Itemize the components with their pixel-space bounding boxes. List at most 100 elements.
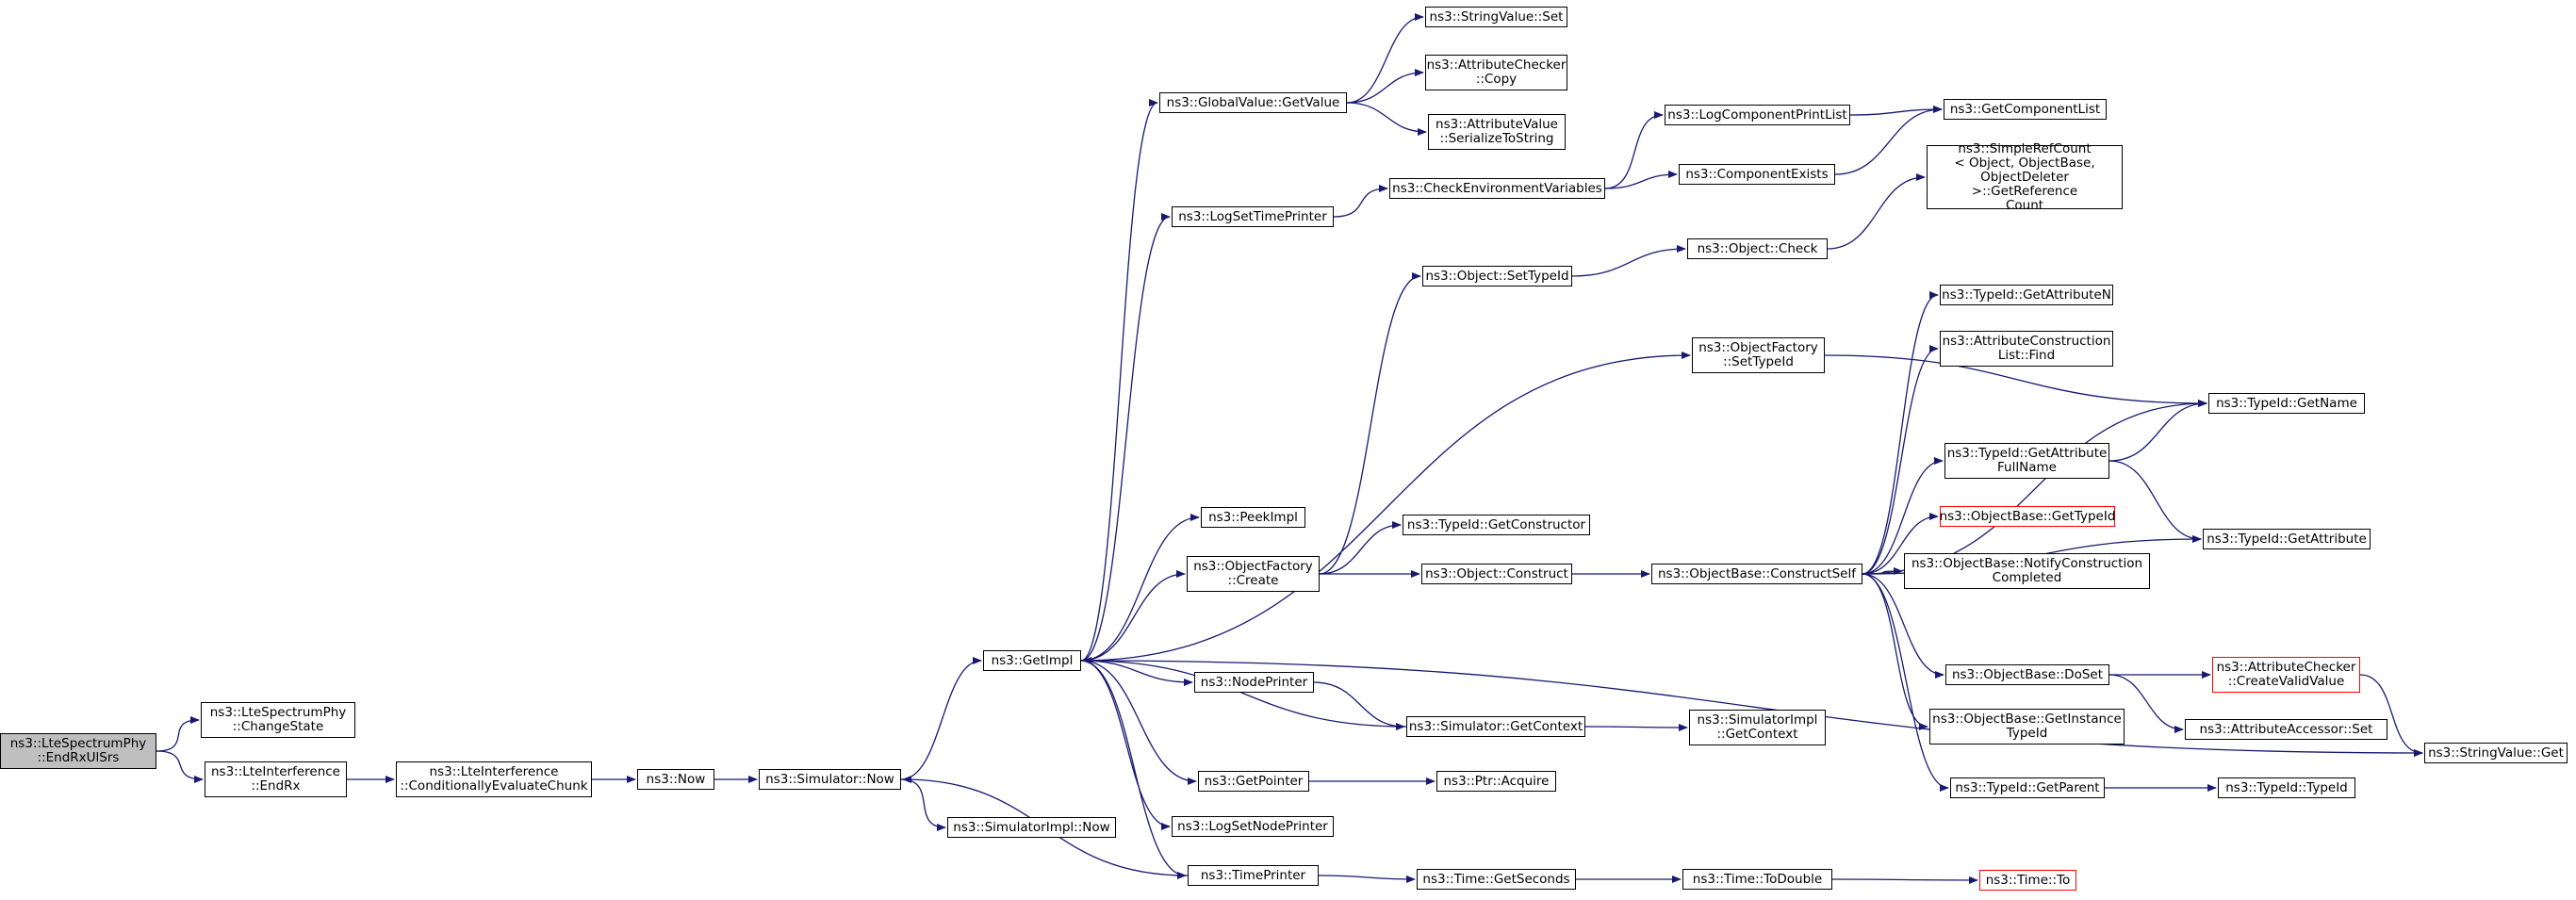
edge-getImpl-to-objFactoryCreate (1080, 570, 1186, 662)
node-obj-base-construct-self[interactable]: ns3::ObjectBase::ConstructSelf (1651, 564, 1862, 584)
edge-componentExists-to-getComponentList (1834, 106, 1943, 175)
node-time-to[interactable]: ns3::Time::To (1979, 870, 2076, 891)
node-time-printer[interactable]: ns3::TimePrinter (1188, 865, 1319, 886)
node-log-set-node-printer[interactable]: ns3::LogSetNodePrinter (1172, 816, 1334, 837)
edge-getImpl-to-nodePrinter (1080, 660, 1193, 686)
node-time-to-double[interactable]: ns3::Time::ToDouble (1682, 869, 1832, 890)
edge-globalGetValue-to-stringValueSet (1346, 13, 1424, 104)
edge-objBaseConstructSelf-to-typeIdGetAttributeN (1862, 291, 1939, 575)
node-object-set-type-id[interactable]: ns3::Object::SetTypeId (1422, 266, 1572, 286)
node-node-printer[interactable]: ns3::NodePrinter (1194, 672, 1314, 693)
edge-simGetContext-to-getImpl (1082, 657, 1407, 728)
node-attr-construction-find[interactable]: ns3::AttributeConstruction List::Find (1940, 331, 2113, 367)
node-sim-impl-get-context[interactable]: ns3::SimulatorImpl ::GetContext (1689, 710, 1826, 745)
node-get-pointer[interactable]: ns3::GetPointer (1198, 771, 1309, 792)
edge-getImpl-to-objFactorySetTypeId (1080, 352, 1691, 662)
node-log-component-print-list[interactable]: ns3::LogComponentPrintList (1665, 105, 1850, 125)
node-label: ns3::TypeId::TypeId (2225, 779, 2348, 795)
edge-objBaseConstructSelf-to-objBaseDoSet (1862, 573, 1944, 679)
node-peek-impl[interactable]: ns3::PeekImpl (1201, 507, 1305, 528)
node-label: ns3::ObjectBase::ConstructSelf (1658, 565, 1856, 581)
node-time-get-seconds[interactable]: ns3::Time::GetSeconds (1417, 869, 1576, 890)
edge-layer (156, 13, 2423, 884)
node-label: ns3::ObjectFactory ::Create (1193, 559, 1313, 588)
edge-getImpl-to-getPointer (1080, 660, 1197, 785)
node-change-state[interactable]: ns3::LteSpectrumPhy ::ChangeState (201, 702, 355, 738)
edge-objBaseDoSet-to-attrAccessorSet (2108, 674, 2184, 733)
node-log-set-time-printer[interactable]: ns3::LogSetTimePrinter (1172, 206, 1334, 227)
node-label: ns3::SimpleRefCount < Object, ObjectBase… (1954, 140, 2095, 213)
node-check-env-vars[interactable]: ns3::CheckEnvironmentVariables (1389, 178, 1605, 199)
node-obj-base-get-instance-type-id[interactable]: ns3::ObjectBase::GetInstance TypeId (1929, 709, 2125, 745)
node-obj-base-do-set[interactable]: ns3::ObjectBase::DoSet (1945, 664, 2109, 685)
node-now[interactable]: ns3::Now (637, 769, 714, 790)
node-label: ns3::SimulatorImpl ::GetContext (1697, 712, 1818, 742)
node-label: ns3::PeekImpl (1208, 509, 1298, 525)
node-label: ns3::CheckEnvironmentVariables (1392, 180, 1602, 196)
node-label: ns3::AttributeConstruction List::Find (1942, 334, 2111, 363)
node-label: ns3::GetPointer (1204, 773, 1304, 789)
node-attr-checker-create-valid[interactable]: ns3::AttributeChecker ::CreateValidValue (2212, 657, 2360, 693)
node-lte-int-end-rx[interactable]: ns3::LteInterference ::EndRx (205, 761, 347, 797)
node-type-id-get-attribute[interactable]: ns3::TypeId::GetAttribute (2203, 529, 2371, 549)
edge-getImpl-to-globalGetValue (1080, 99, 1158, 662)
node-label: ns3::Object::Check (1697, 240, 1818, 256)
node-global-get-value[interactable]: ns3::GlobalValue::GetValue (1159, 92, 1347, 113)
node-cond-eval[interactable]: ns3::LteInterference ::ConditionallyEval… (396, 761, 592, 797)
node-obj-base-notify[interactable]: ns3::ObjectBase::NotifyConstruction Comp… (1904, 553, 2150, 589)
node-string-value-set[interactable]: ns3::StringValue::Set (1425, 7, 1567, 27)
node-component-exists[interactable]: ns3::ComponentExists (1679, 164, 1835, 185)
edge-objectSetTypeId-to-objectCheck (1571, 245, 1686, 277)
node-attr-checker-copy[interactable]: ns3::AttributeChecker ::Copy (1425, 55, 1567, 90)
node-label: ns3::ObjectFactory ::SetTypeId (1698, 340, 1818, 369)
node-sim-now[interactable]: ns3::Simulator::Now (759, 769, 901, 790)
node-object-construct[interactable]: ns3::Object::Construct (1421, 564, 1572, 584)
node-label: ns3::AttributeValue ::SerializeToString (1436, 117, 1558, 146)
node-type-id-get-parent[interactable]: ns3::TypeId::GetParent (1950, 777, 2105, 798)
edge-checkEnvVars-to-componentExists (1604, 171, 1678, 189)
node-get-impl[interactable]: ns3::GetImpl (983, 650, 1081, 671)
node-label: ns3::LteSpectrumPhy ::EndRxUlSrs (9, 736, 147, 765)
node-obj-factory-set-type-id[interactable]: ns3::ObjectFactory ::SetTypeId (1692, 337, 1825, 373)
node-simple-ref-count[interactable]: ns3::SimpleRefCount < Object, ObjectBase… (1927, 141, 2123, 212)
edge-objFactoryCreate-to-typeIdGetConstructor (1319, 521, 1402, 575)
node-label: ns3::SimulatorImpl::Now (953, 819, 1110, 835)
edge-timePrinter-to-timeGetSeconds (1318, 875, 1416, 883)
node-label: ns3::ComponentExists (1685, 166, 1829, 182)
node-label: ns3::GetImpl (991, 652, 1074, 668)
node-type-id-get-name[interactable]: ns3::TypeId::GetName (2208, 393, 2365, 414)
node-label: ns3::Time::To (1985, 872, 2071, 888)
node-label: ns3::NodePrinter (1200, 674, 1308, 690)
edge-timeToDouble-to-timeTo (1831, 875, 1978, 884)
node-attr-value-serialize[interactable]: ns3::AttributeValue ::SerializeToString (1428, 114, 1566, 150)
node-sim-get-context[interactable]: ns3::Simulator::GetContext (1406, 716, 1585, 737)
node-label: ns3::LteSpectrumPhy ::ChangeState (209, 705, 347, 734)
edge-objBaseConstructSelf-to-objBaseGetTypeId (1862, 513, 1939, 575)
node-ptr-acquire[interactable]: ns3::Ptr::Acquire (1436, 771, 1556, 792)
node-string-value-get[interactable]: ns3::StringValue::Get (2424, 743, 2568, 763)
node-type-id-get-constructor[interactable]: ns3::TypeId::GetConstructor (1403, 515, 1590, 535)
node-sim-impl-now[interactable]: ns3::SimulatorImpl::Now (947, 817, 1116, 838)
edge-getImpl-to-logSetNodePrinter (1080, 660, 1171, 830)
node-label: ns3::TypeId::GetConstructor (1406, 516, 1586, 532)
node-label: ns3::TypeId::GetParent (1955, 779, 2100, 795)
edge-globalGetValue-to-attrValueSerialize (1346, 102, 1427, 136)
node-label: ns3::TypeId::GetName (2216, 395, 2357, 411)
node-obj-base-get-type-id[interactable]: ns3::ObjectBase::GetTypeId (1940, 506, 2115, 527)
node-attr-accessor-set[interactable]: ns3::AttributeAccessor::Set (2185, 719, 2387, 740)
node-object-check[interactable]: ns3::Object::Check (1687, 238, 1828, 259)
node-label: ns3::Time::ToDouble (1692, 871, 1823, 887)
edge-objBaseConstructSelf-to-objBaseGetInstanceTypeId (1862, 573, 1928, 730)
node-obj-factory-create[interactable]: ns3::ObjectFactory ::Create (1187, 556, 1320, 592)
node-root: ns3::LteSpectrumPhy ::EndRxUlSrs (0, 733, 156, 769)
node-get-component-list[interactable]: ns3::GetComponentList (1944, 99, 2107, 120)
node-label: ns3::Simulator::Now (765, 771, 894, 787)
node-label: ns3::ObjectBase::DoSet (1951, 666, 2104, 682)
node-label: ns3::TimePrinter (1200, 867, 1306, 883)
node-type-id-get-attr-full-name[interactable]: ns3::TypeId::GetAttribute FullName (1944, 443, 2109, 479)
node-label: ns3::StringValue::Get (2428, 745, 2564, 761)
edge-objBaseConstructSelf-to-attrConstructionFind (1862, 345, 1939, 575)
node-type-id-type-id[interactable]: ns3::TypeId::TypeId (2218, 777, 2355, 798)
node-type-id-get-attribute-n[interactable]: ns3::TypeId::GetAttributeN (1940, 285, 2113, 305)
